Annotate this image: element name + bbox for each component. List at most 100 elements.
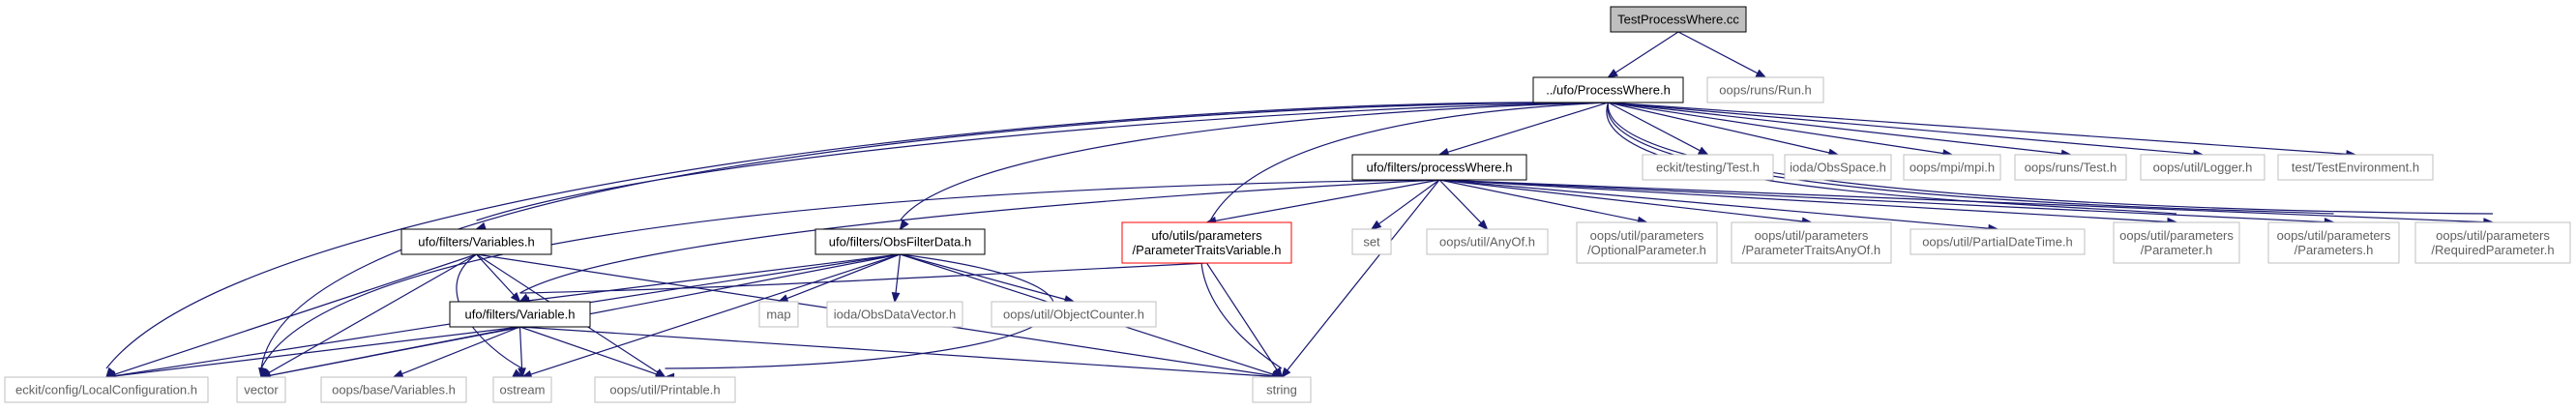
node-printable: oops/util/Printable.h xyxy=(594,376,736,403)
node-reqparam: oops/util/parameters/RequiredParameter.h xyxy=(2414,221,2571,264)
node-box xyxy=(758,301,799,328)
node-datavec: ioda/ObsDataVector.h xyxy=(826,301,963,328)
edge-arrowhead xyxy=(1607,69,1618,78)
edge-pw-to-fpw xyxy=(1437,102,1609,157)
node-box xyxy=(1706,76,1824,103)
node-box xyxy=(449,301,591,328)
node-label: ../ufo/ProcessWhere.h xyxy=(1546,83,1671,98)
node-box xyxy=(1576,221,1718,264)
node-label: oops/util/parameters xyxy=(1590,228,1704,243)
node-box xyxy=(1731,221,1892,264)
edge-pw-to-ofd xyxy=(899,102,1609,231)
node-ptv[interactable]: ufo/utils/parameters/ParameterTraitsVari… xyxy=(1121,221,1292,264)
edge-arrowhead xyxy=(1273,367,1283,379)
node-label: ioda/ObsDataVector.h xyxy=(834,308,956,322)
node-vars[interactable]: ufo/filters/Variables.h xyxy=(400,228,552,255)
node-ofd[interactable]: ufo/filters/ObsFilterData.h xyxy=(814,228,986,255)
edge-ptv-to-variable xyxy=(518,262,1207,307)
edge-line xyxy=(1215,179,1440,221)
edge-fpw-to-reqparam xyxy=(1438,179,2495,226)
node-label: ufo/filters/Variables.h xyxy=(418,235,534,250)
edge-line xyxy=(519,179,1440,294)
node-box xyxy=(2140,154,2265,181)
node-box xyxy=(991,301,1157,328)
node-variable[interactable]: ufo/filters/Variable.h xyxy=(449,301,591,328)
node-root[interactable]: TestProcessWhere.cc xyxy=(1610,6,1747,33)
edge-fpw-to-pdt xyxy=(1438,179,1999,233)
edge-ofd-to-variable xyxy=(518,253,901,306)
edge-line xyxy=(895,253,902,294)
edge-arrowhead xyxy=(1697,146,1709,156)
edge-ofd-to-datavec xyxy=(891,253,902,304)
node-objcount: oops/util/ObjectCounter.h xyxy=(991,301,1157,328)
node-optparam: oops/util/parameters/OptionalParameter.h xyxy=(1576,221,1718,264)
edge-line xyxy=(1438,179,1482,223)
edge-line xyxy=(900,253,1066,301)
node-label: oops/util/PartialDateTime.h xyxy=(1922,235,2073,250)
node-box xyxy=(2113,221,2240,264)
edge-line xyxy=(114,326,520,377)
node-label: map xyxy=(766,308,790,322)
edge-variable-to-string xyxy=(519,326,1284,381)
edge-root-to-run xyxy=(1677,31,1767,78)
edge-vars-to-vector xyxy=(259,253,477,378)
edge-arrowhead xyxy=(512,368,524,378)
edge-vars-to-localconf xyxy=(104,253,477,379)
edge-vars-to-variable xyxy=(476,253,521,304)
edge-line xyxy=(114,253,477,375)
node-box xyxy=(4,376,209,403)
edge-fpw-to-set xyxy=(1370,179,1440,230)
edge-arrowhead xyxy=(777,294,789,303)
node-label: oops/util/ObjectCounter.h xyxy=(1003,308,1144,322)
node-box xyxy=(2014,154,2127,181)
node-label: oops/base/Variables.h xyxy=(332,383,456,397)
node-label: ufo/filters/Variable.h xyxy=(465,308,576,322)
node-label: set xyxy=(1363,235,1380,250)
node-mpi: oops/mpi/mpi.h xyxy=(1903,154,2001,181)
node-label: oops/util/parameters xyxy=(1755,228,1869,243)
edge-arrowhead xyxy=(1280,367,1291,379)
node-box xyxy=(826,301,963,328)
node-label: /ParameterTraitsAnyOf.h xyxy=(1742,243,1880,257)
edge-line xyxy=(1205,262,1278,370)
edge-line xyxy=(1608,102,2062,155)
edge-line xyxy=(105,102,1609,369)
node-label: oops/util/Printable.h xyxy=(609,383,720,397)
edge-line xyxy=(1287,179,1440,371)
edge-line xyxy=(1677,31,1759,74)
edge-line xyxy=(1438,179,2485,223)
edge-line xyxy=(1438,179,2169,223)
node-label: /Parameter.h xyxy=(2141,243,2212,257)
node-param: oops/util/parameters/Parameter.h xyxy=(2113,221,2240,264)
node-box xyxy=(236,376,286,403)
node-box xyxy=(492,376,552,403)
edge-line xyxy=(1200,102,1609,369)
edge-line xyxy=(1608,102,2195,155)
edge-line xyxy=(1614,31,1679,73)
node-logger: oops/util/Logger.h xyxy=(2140,154,2265,181)
dependency-edges xyxy=(104,31,2495,382)
node-label: oops/runs/Run.h xyxy=(1719,83,1811,98)
node-label: ostream xyxy=(500,383,546,397)
edge-line xyxy=(519,262,1207,294)
edge-line xyxy=(1608,102,2348,155)
node-box xyxy=(1532,76,1684,103)
edge-fpw-to-string xyxy=(1280,179,1440,379)
node-run: oops/runs/Run.h xyxy=(1706,76,1824,103)
node-box xyxy=(1351,228,1392,255)
node-label: TestProcessWhere.cc xyxy=(1617,13,1739,27)
node-fpw[interactable]: ufo/filters/processWhere.h xyxy=(1351,154,1527,181)
node-pw[interactable]: ../ufo/ProcessWhere.h xyxy=(1532,76,1684,103)
edge-line xyxy=(1447,102,1609,153)
node-pdt: oops/util/PartialDateTime.h xyxy=(1910,228,2086,255)
node-ptanyof: oops/util/parameters/ParameterTraitsAnyO… xyxy=(1731,221,1892,264)
edge-line xyxy=(528,253,901,302)
edge-line xyxy=(269,326,520,376)
edge-arrowhead xyxy=(1370,220,1382,230)
edge-root-to-pw xyxy=(1607,31,1679,78)
node-box xyxy=(1910,228,2086,255)
node-label: vector xyxy=(244,383,279,397)
edge-variable-to-ostream xyxy=(518,326,526,379)
edge-arrowhead xyxy=(518,367,526,379)
edge-line xyxy=(1608,102,1701,152)
